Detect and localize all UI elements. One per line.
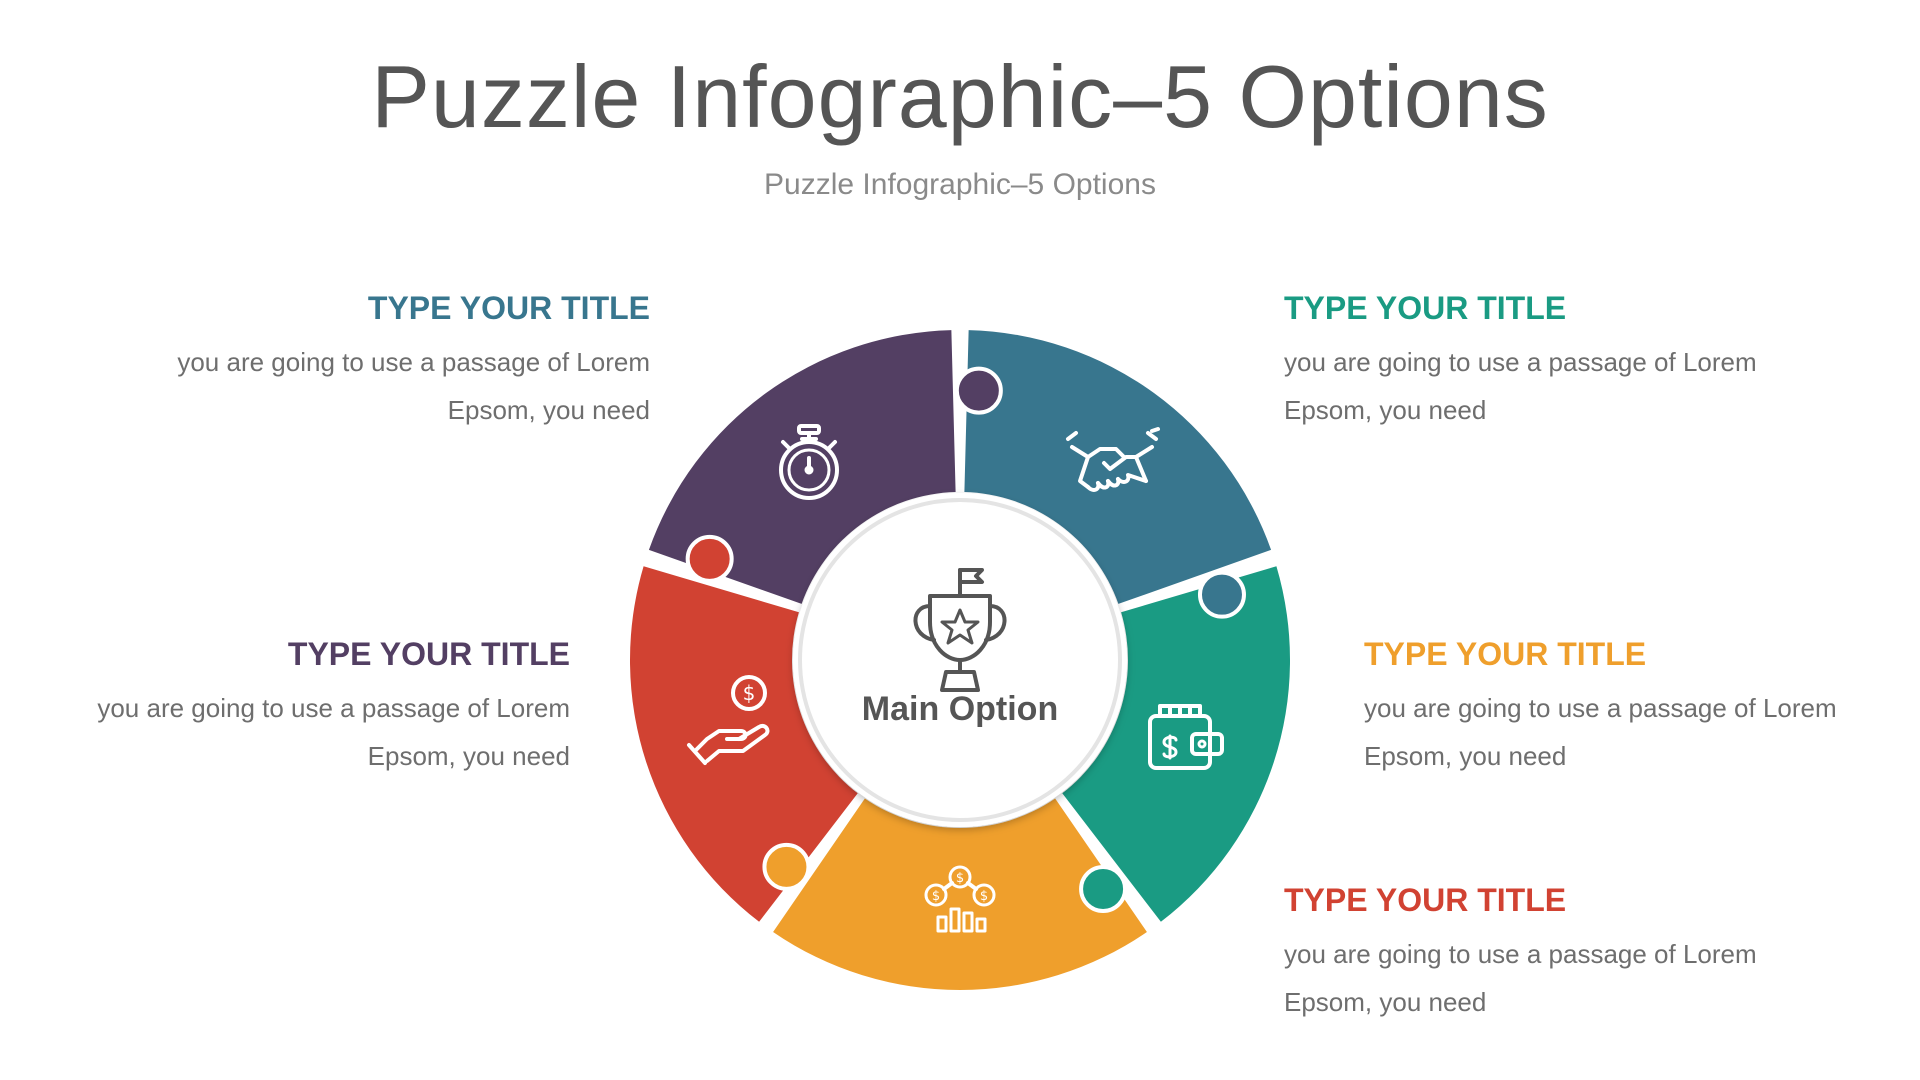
segment-4-knob (685, 534, 734, 583)
option-2-desc-line1: you are going to use a passage of Lorem (1284, 347, 1757, 377)
segment-1-knob (1197, 570, 1246, 619)
option-4-desc-line1: you are going to use a passage of Lorem (1284, 939, 1757, 969)
svg-text:$: $ (980, 889, 988, 904)
page-subtitle: Puzzle Infographic–5 Options (764, 168, 1156, 201)
option-4-desc-line2: Epsom, you need (1284, 987, 1487, 1017)
option-2-desc-line2: Epsom, you need (1284, 395, 1487, 425)
handshake-icon (1066, 427, 1160, 492)
svg-text:$: $ (932, 889, 940, 904)
segment-2-knob (1079, 864, 1128, 913)
option-3-title: TYPE YOUR TITLE (1364, 636, 1647, 672)
option-5-desc-line2: Epsom, you need (367, 741, 570, 771)
option-5-desc: you are going to use a passage of Lorem … (97, 684, 570, 780)
puzzle-wheel: $ $ $ $ Main Option (630, 330, 1290, 990)
option-5-desc-line1: you are going to use a passage of Lorem (97, 693, 570, 723)
option-1-desc: you are going to use a passage of Lorem … (177, 338, 650, 434)
wheel-segments (630, 330, 1290, 990)
segment-1 (964, 330, 1272, 604)
segment-3 (773, 798, 1147, 990)
option-3-desc-line1: you are going to use a passage of Lorem (1364, 693, 1837, 723)
wallet-icon (1148, 704, 1224, 770)
segment-5 (648, 330, 956, 604)
option-5-title: TYPE YOUR TITLE (287, 636, 570, 672)
stopwatch-icon (779, 424, 839, 500)
option-4-title: TYPE YOUR TITLE (1284, 882, 1567, 918)
center-label: Main Option (862, 690, 1058, 728)
segment-4 (630, 566, 858, 922)
option-3-desc: you are going to use a passage of Lorem … (1364, 684, 1837, 780)
option-2-desc: you are going to use a passage of Lorem … (1284, 338, 1757, 434)
segment-2 (1062, 566, 1290, 922)
option-3-desc-line2: Epsom, you need (1364, 741, 1567, 771)
option-1-title: TYPE YOUR TITLE (367, 290, 650, 326)
wheel-knobs (685, 366, 1246, 913)
option-4-desc: you are going to use a passage of Lorem … (1284, 930, 1757, 1026)
segment-3-knob (762, 842, 811, 891)
svg-text:$: $ (956, 871, 964, 886)
segment-5-knob (954, 366, 1003, 415)
option-2-title: TYPE YOUR TITLE (1284, 290, 1567, 326)
option-1-desc-line1: you are going to use a passage of Lorem (177, 347, 650, 377)
trophy-icon (913, 568, 1007, 692)
money-chart-icon: $ $ $ (924, 865, 996, 933)
option-1-desc-line2: Epsom, you need (447, 395, 650, 425)
svg-text:$: $ (743, 681, 756, 705)
page-title: Puzzle Infographic–5 Options (371, 47, 1549, 146)
hand-coin-icon: $ (687, 675, 770, 765)
